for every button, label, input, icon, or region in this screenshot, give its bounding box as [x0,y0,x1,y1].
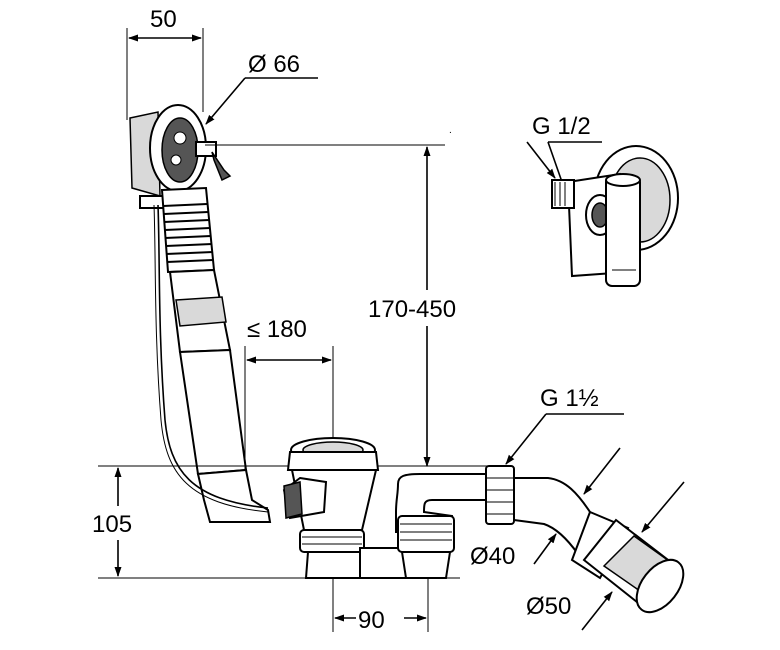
dim-overflow-width-label: 50 [150,6,177,33]
dim-waste-spacing [332,578,429,632]
trap [359,473,491,579]
dim-depth-label: 105 [92,511,132,538]
dim-depth [86,467,150,577]
dim-height-range-label: 170-450 [368,296,456,323]
dim-max-distance-label: ≤ 180 [247,316,307,343]
outlet-thread-label: G 1½ [540,385,599,412]
waste-body [282,437,380,579]
leader-outlet-thread [505,413,624,465]
overflow-thread-label: G 1/2 [532,113,591,140]
leader-overflow-diameter [205,77,318,125]
pipe-small-label: Ø40 [470,543,515,570]
dim-overflow-width [126,28,204,120]
mark-dot: . [449,125,452,136]
dim-waste-spacing-label: 90 [358,607,385,634]
dim-height-range [205,144,485,467]
bowden-cable [153,204,269,513]
pipe-large-label: Ø50 [526,593,571,620]
outlet-pipe [582,518,685,614]
dim-max-distance [244,346,334,470]
overflow-head [129,104,232,209]
detail-overflow-connector [551,145,679,287]
dim-pipe-large [581,481,685,631]
overflow-diameter-label: Ø 66 [248,51,300,78]
overflow-pipe [160,186,272,523]
leader-overflow-thread [526,141,602,183]
dim-pipe-small [533,447,621,565]
